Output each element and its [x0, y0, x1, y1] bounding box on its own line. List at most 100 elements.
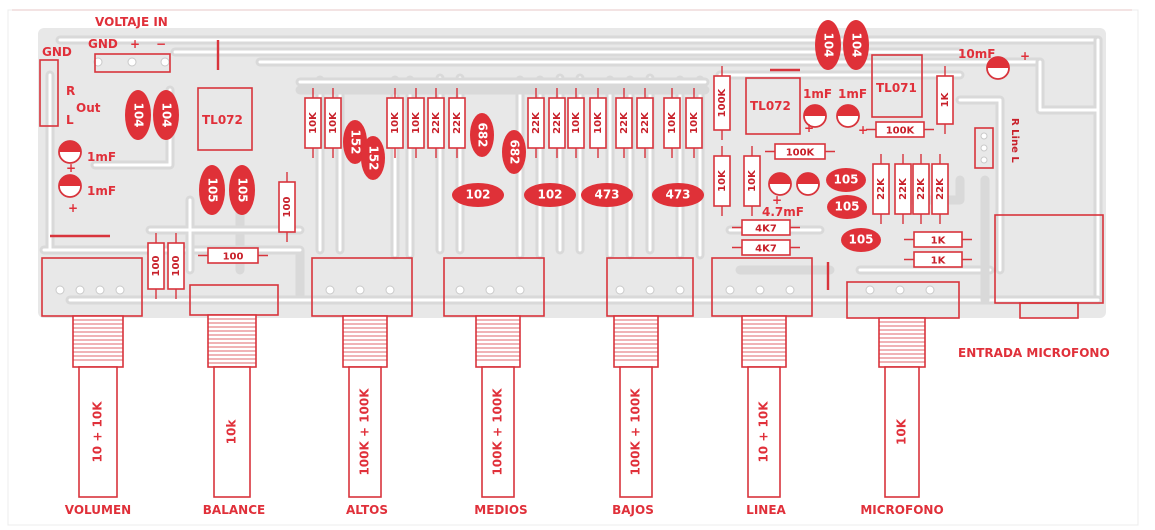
resistor: 10K: [304, 88, 322, 158]
left-r-label: R: [66, 84, 75, 98]
resistor-label: 22K: [640, 111, 651, 134]
electrolytic-cap: 1mF+: [803, 87, 832, 135]
jumper-wire: [50, 40, 830, 290]
ceramic-cap-label: 102: [537, 188, 562, 202]
pot-value-label: 10 + 10K: [757, 401, 771, 463]
pot-value-label: 10K: [895, 418, 909, 445]
electrolytic-cap-polarity: +: [66, 161, 76, 175]
ceramic-cap: 473: [652, 183, 704, 207]
ceramic-cap: 102: [524, 183, 576, 207]
resistor: 22K: [527, 88, 545, 158]
resistor: 100: [198, 247, 268, 264]
resistor-label: 4K7: [755, 244, 777, 255]
resistor-label: 10K: [411, 111, 422, 134]
ceramic-cap: 152: [361, 136, 385, 180]
resistor: 22K: [448, 88, 466, 158]
resistor-label: 10K: [747, 169, 758, 192]
resistor-label: 22K: [531, 111, 542, 134]
pot-name-label: LINEA: [746, 503, 786, 517]
resistor: 22K: [894, 154, 912, 224]
ceramic-cap-label: 682: [476, 122, 490, 147]
ceramic-cap: 152: [343, 120, 367, 164]
resistor: 22K: [636, 88, 654, 158]
svg-text:TL072: TL072: [750, 99, 791, 113]
resistor-label: 10K: [308, 111, 319, 134]
pot-value-label: 10 + 10K: [91, 401, 105, 463]
resistor-label: 22K: [898, 177, 909, 200]
potentiometer: 10 + 10K LINEA: [711, 257, 813, 517]
resistor: 1K: [936, 66, 954, 134]
pot-name-label: VOLUMEN: [65, 503, 131, 517]
resistor-label: 100K: [717, 87, 728, 117]
ceramic-cap-label: 104: [160, 102, 174, 127]
line-jack: [974, 127, 994, 169]
electrolytic-cap: 10mF+: [958, 47, 1030, 80]
resistor-label: 22K: [935, 177, 946, 200]
pot-name-label: BALANCE: [203, 503, 265, 517]
resistor-label: 22K: [916, 177, 927, 200]
electrolytic-cap-label: 10mF: [958, 47, 995, 61]
svg-text:TL072: TL072: [202, 113, 243, 127]
resistor-label: 10K: [717, 169, 728, 192]
ic-1: TL072: [197, 87, 253, 151]
header-gnd-label: GND: [88, 37, 118, 51]
resistor-label: 100K: [786, 148, 816, 159]
resistor: 10K: [386, 88, 404, 158]
resistor: 10K: [685, 88, 703, 158]
ceramic-cap: 105: [826, 168, 866, 192]
pot-value-label: 100K + 100K: [358, 388, 372, 476]
ceramic-cap-label: 105: [848, 233, 873, 247]
resistor-label: 100K: [886, 126, 916, 137]
resistor-label: 10K: [328, 111, 339, 134]
resistor-label: 22K: [552, 111, 563, 134]
ceramic-cap-label: 105: [236, 177, 250, 202]
resistor: 22K: [615, 88, 633, 158]
ceramic-cap-label: 473: [594, 188, 619, 202]
mic-input-label: ENTRADA MICROFONO: [958, 346, 1110, 360]
resistor-label: 100: [151, 256, 162, 277]
electrolytic-capacitors: 1mF+1mF+1mF+1mF+4.7mF+10mF+: [58, 47, 1030, 219]
ceramic-cap-label: 152: [367, 145, 381, 170]
ceramic-cap: 105: [827, 195, 867, 219]
resistor: 22K: [548, 88, 566, 158]
resistor: 100K: [713, 66, 731, 140]
pot-value-label: 10k: [225, 419, 239, 445]
electrolytic-cap-label: 1mF: [87, 150, 116, 164]
resistor: 1K: [904, 251, 972, 268]
resistor-label: 22K: [431, 111, 442, 134]
resistor-label: 4K7: [755, 224, 777, 235]
resistor: 4K7: [732, 219, 800, 236]
ceramic-cap-label: 473: [665, 188, 690, 202]
resistor: 10K: [743, 146, 761, 216]
ic-3: TL071: [871, 54, 923, 118]
ceramic-cap: 682: [470, 113, 494, 157]
resistor-label: 1K: [940, 91, 951, 107]
pot-name-label: MICROFONO: [860, 503, 943, 517]
ceramic-cap-label: 102: [465, 188, 490, 202]
resistor: 10K: [324, 88, 342, 158]
ceramic-cap: 104: [815, 20, 841, 70]
solder-pads: [55, 57, 935, 295]
potentiometer: 10K MICROFONO: [846, 281, 960, 517]
resistor: 100: [167, 233, 185, 299]
electrolytic-cap: 1mF+: [836, 87, 868, 137]
left-out-label: Out: [76, 101, 101, 115]
resistor: 22K: [931, 154, 949, 224]
resistor-label: 100: [171, 256, 182, 277]
voltage-in-label: VOLTAJE IN: [95, 15, 168, 29]
electrolytic-cap: 1mF +: [58, 140, 116, 175]
ceramic-cap-label: 104: [132, 102, 146, 127]
resistor: 10K: [589, 88, 607, 158]
electrolytic-cap-label: 1mF: [87, 184, 116, 198]
resistor-label: 10K: [571, 111, 582, 134]
electrolytic-cap-polarity: +: [858, 123, 868, 137]
left-gnd-label: GND: [42, 45, 72, 59]
ceramic-cap-label: 682: [508, 139, 522, 164]
